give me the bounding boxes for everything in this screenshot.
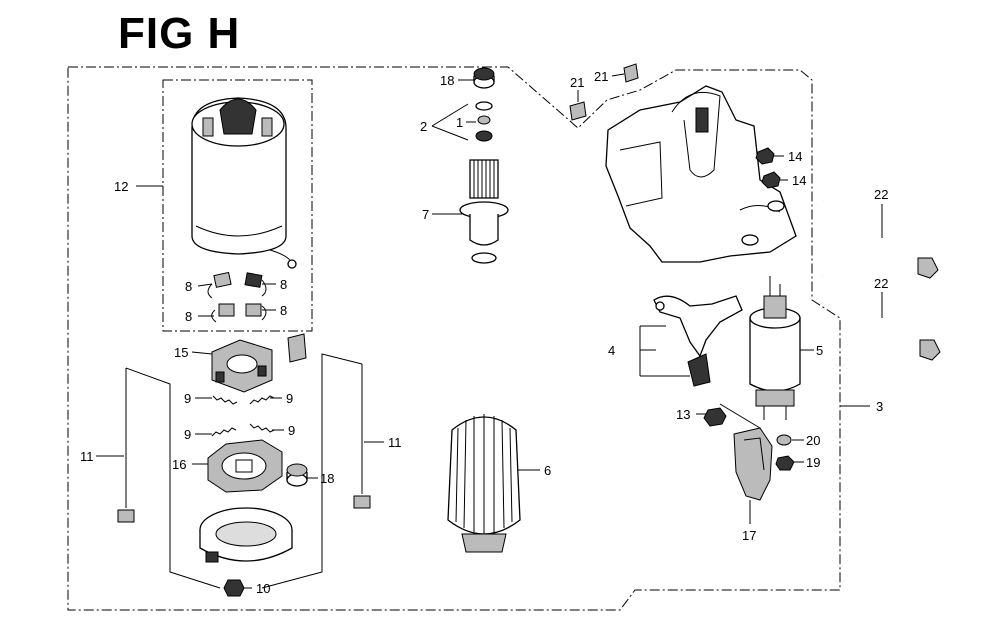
brush-part xyxy=(207,271,232,299)
brush-part xyxy=(244,272,267,297)
spring-part xyxy=(249,395,275,405)
terminal-cover-part xyxy=(733,427,773,501)
brush-part xyxy=(211,303,235,323)
callout-21: 21 xyxy=(594,69,608,84)
callout-8: 8 xyxy=(280,303,287,318)
callout-8: 8 xyxy=(185,309,192,324)
bushing-part xyxy=(473,67,495,89)
end-cover-part xyxy=(199,507,293,563)
callout-4: 4 xyxy=(608,343,615,358)
nut-part xyxy=(761,171,781,189)
callout-18: 18 xyxy=(320,471,334,486)
callout-13: 13 xyxy=(676,407,690,422)
spring-part xyxy=(212,395,238,405)
washer-part xyxy=(776,434,792,446)
callout-19: 19 xyxy=(806,455,820,470)
callout-14: 14 xyxy=(792,173,806,188)
shift-lever-part xyxy=(653,295,743,387)
callout-7: 7 xyxy=(422,207,429,222)
callout-1: 1 xyxy=(456,115,463,130)
long-bolt-part xyxy=(821,275,941,361)
callout-8: 8 xyxy=(185,279,192,294)
yoke-assembly-part xyxy=(191,97,297,269)
callout-15: 15 xyxy=(174,345,188,360)
callout-11: 11 xyxy=(388,435,402,450)
spring-part xyxy=(249,423,275,433)
callout-2: 2 xyxy=(420,119,427,134)
washer-part xyxy=(475,101,493,142)
callout-6: 6 xyxy=(544,463,551,478)
nut-part xyxy=(703,407,727,427)
callout-21: 21 xyxy=(570,75,584,90)
callout-16: 16 xyxy=(172,457,186,472)
bushing-part xyxy=(286,463,308,487)
yoke-boundary xyxy=(162,79,313,332)
leader-lines xyxy=(96,73,883,589)
through-bolt-part xyxy=(117,368,135,523)
long-bolt-part xyxy=(823,199,939,279)
callout-20: 20 xyxy=(806,433,820,448)
figure-title: FIG H xyxy=(118,9,241,58)
nut-part xyxy=(755,147,775,165)
brush-part xyxy=(245,303,267,321)
callout-9: 9 xyxy=(184,391,191,406)
callout-14: 14 xyxy=(788,149,802,164)
callout-3: 3 xyxy=(876,399,883,414)
callout-17: 17 xyxy=(742,528,756,543)
assembly-boundary xyxy=(67,66,841,611)
pinion-gear-part xyxy=(459,159,509,264)
callout-12: 12 xyxy=(114,179,128,194)
brush-holder-part xyxy=(211,333,307,393)
callout-22: 22 xyxy=(874,187,888,202)
callout-18: 18 xyxy=(440,73,454,88)
nut-part xyxy=(223,579,245,597)
brush-plate-part xyxy=(207,439,283,493)
callout-9: 9 xyxy=(288,423,295,438)
callout-5: 5 xyxy=(816,343,823,358)
solenoid-part xyxy=(749,276,801,420)
spring-part xyxy=(211,427,237,437)
dowel-pin-part xyxy=(569,101,587,121)
callout-9: 9 xyxy=(184,427,191,442)
dowel-pin-part xyxy=(623,63,639,83)
callout-10: 10 xyxy=(256,581,270,596)
through-bolt-part xyxy=(353,364,371,509)
nut-part xyxy=(775,455,795,471)
callout-9: 9 xyxy=(286,391,293,406)
callout-8: 8 xyxy=(280,277,287,292)
starter-housing-part xyxy=(605,85,797,263)
armature-part xyxy=(447,268,521,553)
callout-11: 11 xyxy=(80,449,94,464)
callout-22: 22 xyxy=(874,276,888,291)
